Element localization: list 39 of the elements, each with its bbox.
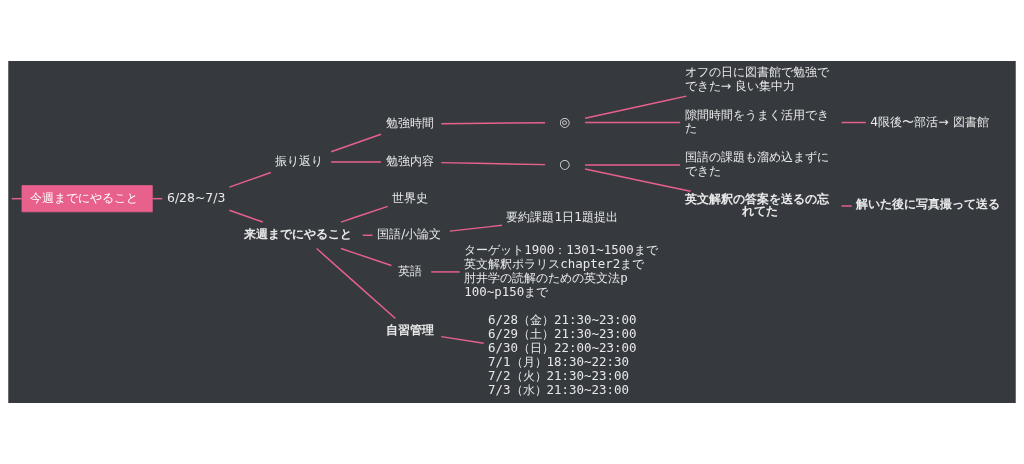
node-text: 来週までにやること xyxy=(243,225,352,241)
connector xyxy=(584,164,681,166)
connector xyxy=(330,133,382,153)
node-text: 隙間時間をうまく活用できた xyxy=(684,106,829,136)
node-text: 6/28（金）21:30~23:00 6/29（土）21:30~23:00 6/30（日）22:00~23:00 7/1（月）18:30~22:30 7/2（火）21:30~23:00 7/3（水）21:30~23:00 xyxy=(488,312,637,397)
connector xyxy=(840,121,867,124)
node-text: 6/28~7/3 xyxy=(166,189,226,205)
node-text: 国語/小論文 xyxy=(377,226,442,242)
connector xyxy=(584,121,681,124)
node-text: 勉強時間 xyxy=(385,114,434,130)
node-text: 勉強内容 xyxy=(385,153,434,169)
connector xyxy=(840,205,853,207)
node-text: 国語の課題も溜め込まずにできた xyxy=(684,149,829,178)
node-text: ターゲット1900：1301~1500まで 英文解釈ポラリスchapter2まで 肘井学の読解のための英文法p100~p150まで xyxy=(464,242,658,299)
connector xyxy=(228,209,264,223)
node-text: 世界史 xyxy=(392,189,429,205)
node-text: 英語 xyxy=(398,262,423,278)
connector xyxy=(449,224,503,232)
connector xyxy=(315,247,397,320)
connector xyxy=(430,271,461,273)
node-text: 4限後〜部活→ 図書館 xyxy=(870,113,989,129)
connector xyxy=(340,247,393,267)
connector xyxy=(440,161,546,166)
connector xyxy=(584,95,688,120)
connector xyxy=(440,335,485,345)
node-text: ◎ xyxy=(559,113,570,129)
connector xyxy=(340,205,389,223)
node-text: 振り返り xyxy=(275,153,324,169)
node-text: ○ xyxy=(559,155,570,171)
node-box: 今週までにやること xyxy=(21,185,153,213)
node-text: 解いた後に写真撮って送る xyxy=(856,196,1001,212)
connector xyxy=(440,121,546,125)
connector xyxy=(584,168,692,193)
connector xyxy=(228,171,272,188)
connector xyxy=(330,161,382,163)
node-text: 英文解釈の答案を送るの忘れてた xyxy=(684,190,829,219)
node-text: オフの日に図書館で勉強でできた→ 良い集中力 xyxy=(684,64,829,93)
node-text: 要約課題1日1題提出 xyxy=(506,209,619,225)
node-text: 自習管理 xyxy=(385,322,434,338)
